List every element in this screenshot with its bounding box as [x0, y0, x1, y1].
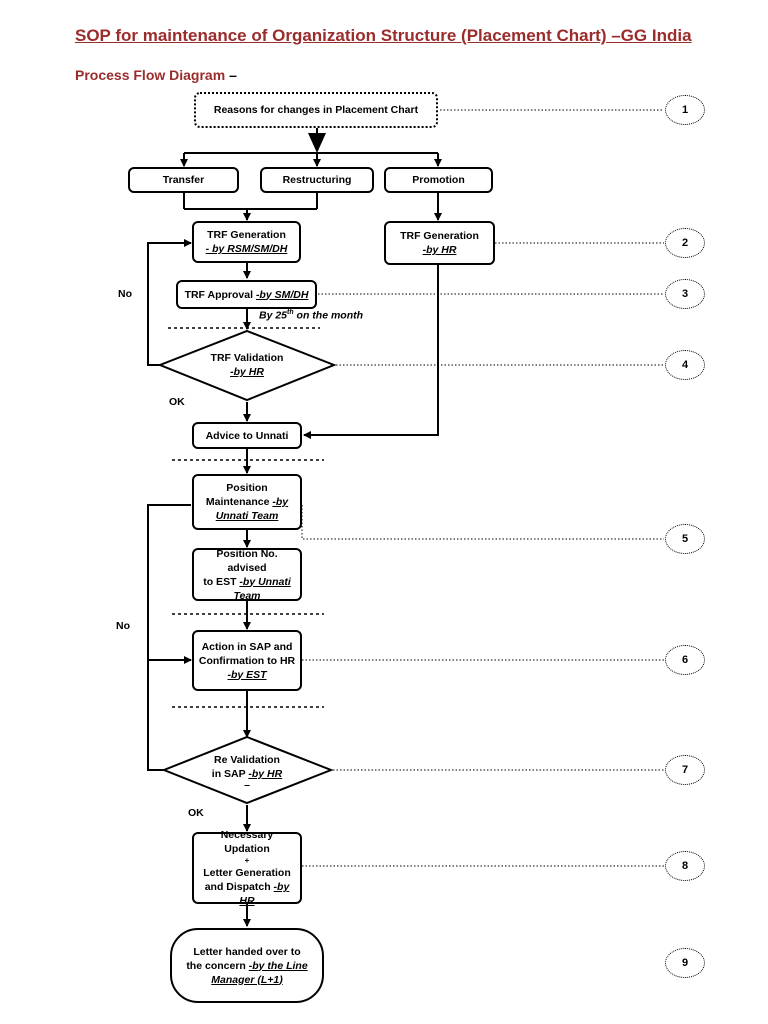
node-text: Maintenance: [205, 496, 273, 508]
node-owner: -by HR: [239, 881, 290, 907]
node-action-in-sap: Action in SAP and Confirmation to HR -by…: [192, 630, 302, 691]
note-text: on the month: [293, 309, 364, 322]
node-text: in SAP: [211, 768, 249, 780]
node-text-line: to EST -by Unnati: [203, 575, 291, 589]
node-text-line: Necessary Updation: [220, 829, 274, 855]
trf-validation-diamond: [157, 329, 337, 402]
step-marker-1: 1: [665, 95, 705, 125]
node-owner: Unnati Team: [215, 510, 279, 522]
node-transfer: Transfer: [128, 167, 239, 193]
step-marker-4: 4: [665, 350, 705, 380]
step-marker-2: 2: [665, 228, 705, 258]
node-text: to EST: [203, 575, 240, 588]
node-owner: -by HR: [230, 366, 264, 378]
node-reasons-text: Reasons for changes in Placement Chart: [213, 104, 419, 116]
node-text-line: TRF Approval -by SM/DH: [185, 288, 309, 302]
node-trf-generation-left: TRF Generation - by RSM/SM/DH: [192, 221, 301, 263]
node-advice-to-unnati: Advice to Unnati: [192, 422, 302, 449]
node-text-line: the concern -by the Line: [186, 959, 307, 973]
node-text-line: TRF Generation: [400, 230, 479, 242]
node-text-line: +: [244, 856, 250, 865]
step-marker-9: 9: [665, 948, 705, 978]
node-text-line: Maintenance -by: [206, 495, 288, 509]
label-no: No: [118, 288, 132, 300]
node-text: and Dispatch: [204, 881, 274, 893]
node-trf-approval: TRF Approval -by SM/DH: [176, 280, 317, 309]
node-promotion: Promotion: [384, 167, 493, 193]
node-text-line: Position: [226, 482, 268, 494]
step-marker-6: 6: [665, 645, 705, 675]
node-owner: -by SM/DH: [255, 288, 309, 301]
node-owner: -by HR: [422, 244, 457, 256]
connector-line: [303, 265, 439, 439]
node-revalidation: Re Validation in SAP -by HR –: [187, 749, 307, 793]
node-owner: - by RSM/SM/DH: [205, 243, 288, 255]
node-text-line: Letter Generation: [203, 867, 291, 879]
node-restructuring: Restructuring: [260, 167, 374, 193]
node-advice-text: Advice to Unnati: [205, 429, 289, 442]
node-letter-handover: Letter handed over to the concern -by th…: [170, 928, 324, 1003]
node-text: TRF Approval: [184, 288, 256, 301]
step-marker-3: 3: [665, 279, 705, 309]
subtitle-text: Process Flow Diagram: [75, 67, 226, 83]
note-text: By 25: [259, 309, 288, 322]
node-text-line: –: [244, 779, 250, 791]
node-text-line: Position No. advised: [216, 547, 278, 574]
big-arrowhead: [308, 133, 326, 153]
node-text-line: TRF Generation: [207, 229, 286, 241]
diagram-subtitle: Process Flow Diagram –: [75, 67, 237, 83]
deadline-note: By 25th on the month: [259, 309, 363, 322]
node-restructuring-text: Restructuring: [282, 174, 352, 186]
no-loop-connector: [147, 504, 191, 771]
node-text-line: Action in SAP and: [201, 640, 293, 653]
node-owner: Manager (L+1): [211, 973, 283, 986]
step-leader-line: [301, 505, 664, 540]
node-transfer-text: Transfer: [162, 174, 205, 186]
node-updation-dispatch: Necessary Updation + Letter Generation a…: [192, 829, 302, 907]
step-marker-5: 5: [665, 524, 705, 554]
label-no: No: [116, 620, 130, 632]
label-ok: OK: [169, 396, 185, 408]
note-superscript: th: [287, 309, 294, 316]
node-owner: Team: [233, 589, 261, 602]
node-owner: -by the Line: [248, 959, 308, 972]
node-owner: -by HR: [248, 768, 283, 780]
node-text-line: in SAP -by HR: [212, 767, 282, 781]
page-title: SOP for maintenance of Organization Stru…: [75, 26, 692, 45]
no-loop-connector: [147, 239, 192, 366]
node-text-line: Re Validation: [214, 754, 280, 766]
node-text-line: and Dispatch -by HR: [198, 880, 296, 908]
revalidation-diamond: [161, 735, 334, 805]
node-text-line: Confirmation to HR: [198, 654, 296, 667]
node-owner: -by: [272, 496, 289, 508]
label-ok: OK: [188, 807, 204, 819]
step-marker-8: 8: [665, 851, 705, 881]
node-reasons: Reasons for changes in Placement Chart: [194, 92, 438, 128]
subtitle-dash: –: [229, 67, 237, 83]
step-marker-7: 7: [665, 755, 705, 785]
node-position-maintenance: Position Maintenance -by Unnati Team: [192, 474, 302, 530]
node-promotion-text: Promotion: [412, 174, 465, 186]
node-trf-validation: TRF Validation -by HR: [180, 348, 314, 382]
node-text-line: Letter handed over to: [193, 945, 301, 958]
node-owner: -by Unnati: [239, 575, 291, 588]
node-owner: -by EST: [227, 668, 267, 681]
node-text: the concern: [186, 959, 249, 972]
node-trf-generation-right: TRF Generation -by HR: [384, 221, 495, 265]
node-text-line: TRF Validation: [210, 352, 284, 364]
node-position-number: Position No. advised to EST -by Unnati T…: [192, 547, 302, 602]
